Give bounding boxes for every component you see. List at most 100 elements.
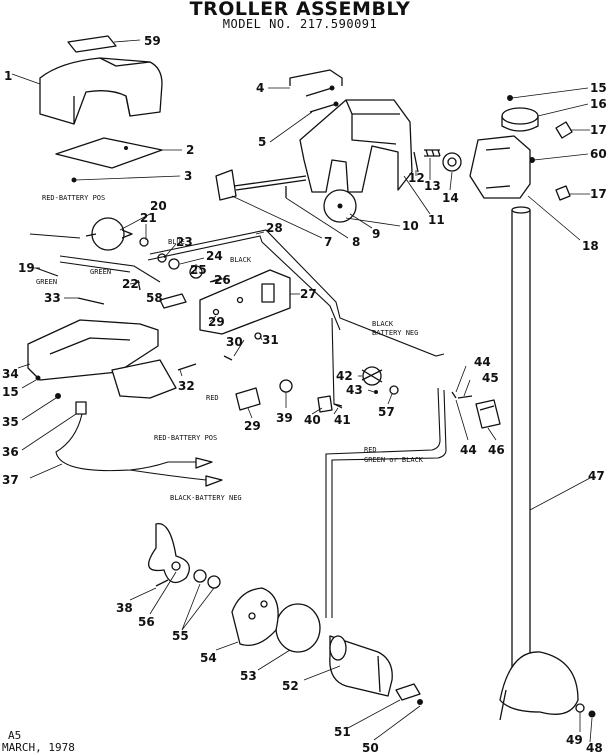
part-27-switch-plate xyxy=(199,269,291,335)
callout-29-lower: 29 xyxy=(244,419,261,433)
callout-19: 19 xyxy=(18,261,35,275)
part-53-o-ring xyxy=(275,603,321,653)
wire-labels: RED-BATTERY POS BLUE BLACK GREEN GREEN B… xyxy=(36,194,424,502)
part-39-bushing xyxy=(279,379,293,393)
footer-page-code: A5 xyxy=(8,729,22,742)
callout-15-top: 15 xyxy=(590,81,607,95)
part-16-collar xyxy=(501,107,539,132)
part-59-bar xyxy=(159,293,187,309)
part-12-washer xyxy=(413,151,419,173)
callout-26: 26 xyxy=(214,273,231,287)
part-14-knob xyxy=(442,152,462,172)
callout-17-lower: 17 xyxy=(590,187,607,201)
callout-59: 58 xyxy=(146,291,163,305)
part-31-nut xyxy=(254,332,262,340)
callout-58: 57 xyxy=(378,405,395,419)
footer-date: MARCH, 1978 xyxy=(2,741,75,754)
callout-39: 39 xyxy=(276,411,293,425)
wire-label-green-or-black: GREEN or BLACK xyxy=(364,456,424,464)
part-48-nut xyxy=(588,710,596,718)
callout-38: 38 xyxy=(116,601,133,615)
callout-21: 21 xyxy=(140,211,157,225)
callout-60: 60 xyxy=(590,147,607,161)
callout-11: 11 xyxy=(428,213,445,227)
part-49-washer xyxy=(575,703,585,713)
callout-13: 13 xyxy=(424,179,441,193)
part-33-spring xyxy=(77,297,105,305)
callout-34: 34 xyxy=(2,367,19,381)
part-52-motor xyxy=(329,635,393,697)
part-17-thumbscrew-lower xyxy=(555,185,571,201)
callout-37: 37 xyxy=(2,473,19,487)
callout-32: 32 xyxy=(178,379,195,393)
callout-50: 50 xyxy=(362,741,379,755)
wire-label-black-mid: BLACK xyxy=(372,320,394,328)
callout-44-lower: 44 xyxy=(460,443,477,457)
callout-43: 43 xyxy=(346,383,363,397)
callout-7: 7 xyxy=(324,235,332,249)
part-11-clamp-bracket xyxy=(299,99,413,193)
part-57-decal xyxy=(67,35,117,53)
part-34-lower-housing xyxy=(27,319,177,399)
part-58-cap xyxy=(389,385,399,395)
callout-12: 12 xyxy=(408,171,425,185)
wire-label-black-battery-neg-bottom: BLACK-BATTERY NEG xyxy=(170,494,242,502)
part-15-screw-lower xyxy=(35,375,41,381)
callout-49: 49 xyxy=(566,733,583,747)
callout-46: 46 xyxy=(488,443,505,457)
callout-35: 35 xyxy=(2,415,19,429)
part-24-washer xyxy=(168,258,180,270)
part-30-wire-end xyxy=(223,355,233,361)
callout-53: 53 xyxy=(240,669,257,683)
callout-2: 2 xyxy=(186,143,194,157)
callout-45: 45 xyxy=(482,371,499,385)
callout-57: 59 xyxy=(144,34,161,48)
part-54-end-cap xyxy=(231,587,279,647)
part-38-pin xyxy=(155,579,169,587)
wire-label-red-battery-pos-bottom: RED-BATTERY POS xyxy=(154,434,217,442)
part-44-terminal xyxy=(451,391,457,399)
part-29-plug xyxy=(235,387,261,411)
callout-44-upper: 44 xyxy=(474,355,491,369)
part-47-shaft xyxy=(499,206,579,721)
callout-52: 52 xyxy=(282,679,299,693)
part-17-thumbscrew xyxy=(555,121,573,139)
callout-48: 48 xyxy=(586,741,603,755)
callout-56: 56 xyxy=(138,615,155,629)
callout-30: 30 xyxy=(226,335,243,349)
part-5-bolts xyxy=(305,85,339,113)
callout-51: 51 xyxy=(334,725,351,739)
part-4-bracket xyxy=(289,69,343,86)
part-22-pin xyxy=(137,279,141,291)
callout-3: 3 xyxy=(184,169,192,183)
callout-20: 20 xyxy=(150,199,167,213)
callout-24: 24 xyxy=(206,249,223,263)
part-21-nut xyxy=(139,237,149,247)
callout-9: 9 xyxy=(372,227,380,241)
part-35-screw xyxy=(55,393,61,399)
wire-label-green-a: GREEN xyxy=(90,268,111,276)
part-50-screw xyxy=(417,699,423,705)
part-55-washers xyxy=(193,569,221,589)
part-32-screw xyxy=(177,363,197,371)
part-46-switch xyxy=(475,399,501,429)
callout-47: 47 xyxy=(588,469,605,483)
callout-41: 41 xyxy=(334,413,351,427)
callout-23: 23 xyxy=(176,235,193,249)
part-37-battery-cable xyxy=(55,413,223,487)
part-51-shaft-pin xyxy=(395,683,421,701)
part-26-clip xyxy=(209,277,223,283)
callout-28: 28 xyxy=(266,221,283,235)
callout-16: 16 xyxy=(590,97,607,111)
wire-label-green-b: GREEN xyxy=(36,278,57,286)
part-1-cover xyxy=(39,57,163,125)
callout-14: 14 xyxy=(442,191,459,205)
callout-22: 22 xyxy=(122,277,139,291)
callout-10: 10 xyxy=(402,219,419,233)
wire-label-battery-neg-mid: BATTERY NEG xyxy=(372,329,418,337)
wire-label-black: BLACK xyxy=(230,256,252,264)
callout-36: 36 xyxy=(2,445,19,459)
callout-42: 42 xyxy=(336,369,353,383)
